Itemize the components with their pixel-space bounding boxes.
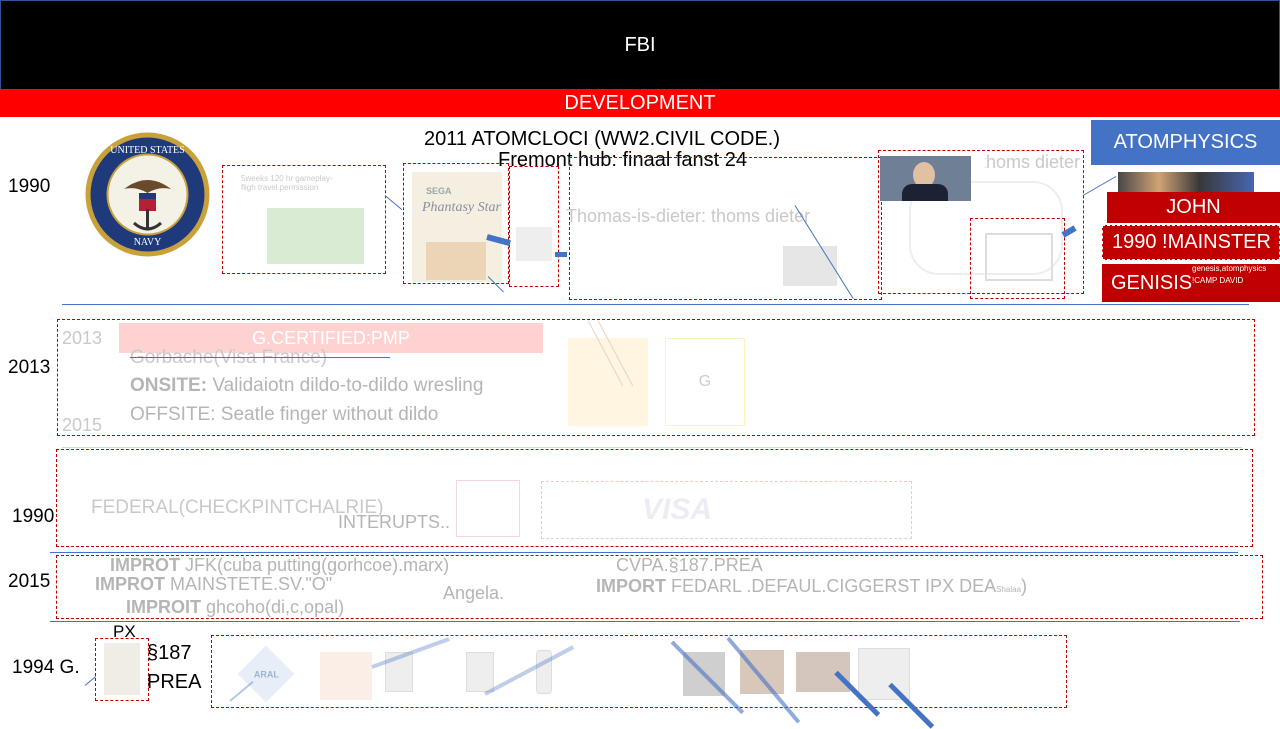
- mainster-label: 1990 !MAINSTER: [1112, 231, 1271, 253]
- row1-heading: 2011 ATOMCLOCI (WW2.CIVIL CODE.): [424, 128, 780, 150]
- row2-strike: [130, 357, 390, 358]
- device-card: [970, 218, 1065, 299]
- import-label: IMPORT: [596, 576, 666, 596]
- cartridge-card: [509, 166, 559, 287]
- improt-text-1: JFK(cuba putting(gorhcoe).marx): [180, 555, 450, 575]
- gameplay-card-text: 5weeks 120 hr gameplay- fligh travel per…: [241, 174, 333, 192]
- row4-container: [56, 555, 1263, 619]
- john-label: JOHN: [1166, 196, 1221, 218]
- certified-banner: G.CERTIFIED:PMP: [119, 323, 543, 353]
- genisis-label: GENISIS: [1111, 271, 1193, 294]
- visa-card-image: VISA: [541, 481, 912, 539]
- g-tile-letter: G: [698, 373, 712, 390]
- product-image: [320, 652, 372, 700]
- prea-label: PREA: [147, 671, 202, 693]
- connector-line: [384, 195, 403, 211]
- lighter-image: [536, 650, 552, 694]
- title-text: FBI: [624, 33, 656, 56]
- row3-container: [56, 449, 1253, 547]
- g-tile: G: [665, 338, 745, 426]
- text-card: [569, 157, 882, 300]
- cvpa-text: CVPA.§187.PREA: [616, 555, 763, 575]
- year-label-1: 1990: [8, 176, 51, 197]
- improt-text-2: MAINSTETE.SV."O": [165, 574, 333, 594]
- navy-seal-icon: UNITED STATES NAVY: [84, 131, 211, 258]
- cover-art-image: SEGA Phantasy Star: [412, 172, 502, 282]
- thumbnail-image: [568, 338, 648, 426]
- onsite-label: ONSITE:: [130, 375, 208, 396]
- row2-onsite: ONSITE: Validaiotn dildo-to-dildo wresli…: [130, 375, 483, 397]
- row2-container: [57, 319, 1255, 436]
- collage-image: [1118, 172, 1254, 194]
- year-label-4: 2015: [8, 571, 51, 592]
- import-line: IMPORT FEDARL .DEFAUL.CIGGERST IPX DEASh…: [596, 576, 1027, 597]
- onsite-text: Validaiotn dildo-to-dildo wresling: [207, 375, 484, 396]
- improt-label-1: IMPROT: [110, 555, 180, 575]
- improt-label-2: IMPROT: [95, 574, 165, 594]
- angela-text: Angela.: [443, 583, 505, 603]
- atomphysics-label: ATOMPHYSICS: [1113, 131, 1258, 153]
- genisis-box: GENISIS: [1102, 264, 1280, 302]
- genisis-small-1: genesis,atomphysics: [1192, 264, 1267, 273]
- atomphysics-box: ATOMPHYSICS: [1091, 120, 1280, 165]
- badge-image: [456, 480, 520, 537]
- ghost-text-line1: Thomas-is-dieter: thoms dieter: [566, 206, 811, 226]
- row-divider-4: [50, 621, 1240, 622]
- row-divider-3: [50, 552, 1238, 553]
- genisis-small-2: !CAMP DAVID: [1192, 276, 1244, 285]
- row1-overlap-heading: Fremont hub: finaal fanst 24: [498, 149, 748, 169]
- row-divider-1: [62, 304, 1249, 305]
- row2-year-a: 2013: [62, 328, 103, 348]
- year-label-5: 1994 G.: [12, 657, 80, 678]
- import-text: FEDARL .DEFAUL.CIGGERST IPX DEA: [666, 576, 997, 596]
- px-label: PX: [113, 622, 136, 641]
- row2-year-b: 2015: [62, 415, 103, 435]
- improt-line-1: IMPROT JFK(cuba putting(gorhcoe).marx): [110, 555, 449, 576]
- svg-text:UNITED STATES: UNITED STATES: [110, 145, 184, 156]
- improt-text-3: ghcoho(di,c,opal): [201, 597, 345, 617]
- cover-brand: SEGA: [426, 186, 452, 196]
- year-label-2: 2013: [8, 357, 51, 378]
- visa-label: VISA: [642, 493, 713, 526]
- import-small: Shaiaa: [996, 585, 1022, 594]
- row2-offsite: OFFSITE: Seatle finger without dildo: [130, 404, 439, 425]
- improt-line-3: IMPROIT ghcoho(di,c,opal): [126, 597, 344, 618]
- phantasy-star-cover: SEGA Phantasy Star: [403, 163, 509, 284]
- photo-image: [796, 652, 850, 692]
- improt-line-2: IMPROT MAINSTETE.SV."O": [95, 574, 332, 595]
- cover-title: Phantasy Star: [422, 200, 501, 215]
- subtitle-text: DEVELOPMENT: [564, 92, 716, 114]
- interupts-text: INTERUPTS..: [338, 512, 451, 532]
- game-screenshot-image: [267, 208, 364, 264]
- svg-text:NAVY: NAVY: [134, 237, 162, 248]
- subtitle-banner: DEVELOPMENT: [0, 90, 1280, 117]
- product-image: [385, 652, 413, 692]
- title-banner: FBI: [0, 0, 1280, 90]
- federal-text: FEDERAL(CHECKPINTCHALRIE): [91, 497, 384, 518]
- gameplay-card: 5weeks 120 hr gameplay- fligh travel per…: [222, 165, 386, 274]
- year-label-3: 1990: [12, 506, 55, 527]
- mainster-box: 1990 !MAINSTER: [1102, 225, 1280, 260]
- connector-bar: [555, 252, 567, 257]
- s187-label: §187: [147, 642, 192, 664]
- import-close: ): [1021, 576, 1028, 596]
- row5-container: [211, 635, 1067, 708]
- product-image: [466, 652, 494, 692]
- john-box: JOHN: [1107, 192, 1280, 223]
- aral-label: ARAL: [253, 669, 279, 679]
- certified-label: G.CERTIFIED:PMP: [252, 327, 410, 348]
- person-portrait-image: [880, 156, 971, 201]
- row-divider-2: [62, 447, 1242, 448]
- improt-label-3: IMPROIT: [126, 597, 201, 617]
- portrait-card: [95, 638, 149, 701]
- ghost-text-line2: thoms dieter: [985, 152, 1080, 172]
